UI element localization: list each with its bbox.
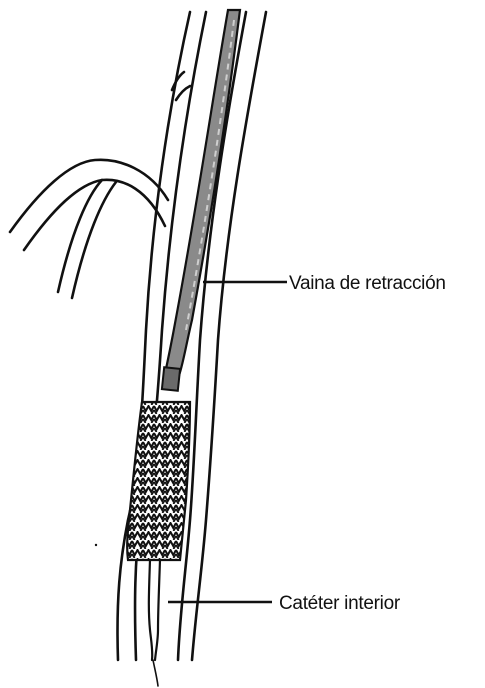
- catheter-left-edge: [149, 560, 152, 660]
- guidewire: [153, 660, 158, 686]
- catheter-right-edge: [155, 560, 160, 660]
- branch-lower-inner: [72, 182, 116, 298]
- side-branch: [10, 72, 190, 298]
- sheath-tip: [162, 367, 180, 391]
- vessel-walls: [117, 12, 266, 660]
- stent-body: [127, 402, 190, 560]
- branch-lower-outer: [58, 180, 102, 292]
- inner-catheter-label: Catéter interior: [279, 593, 401, 614]
- sheath-label: Vaina de retracción: [289, 273, 446, 294]
- braided-stent: [127, 402, 190, 560]
- scan-speck: [95, 544, 97, 546]
- inner-catheter: [149, 560, 160, 686]
- branch-stub-2: [176, 86, 190, 100]
